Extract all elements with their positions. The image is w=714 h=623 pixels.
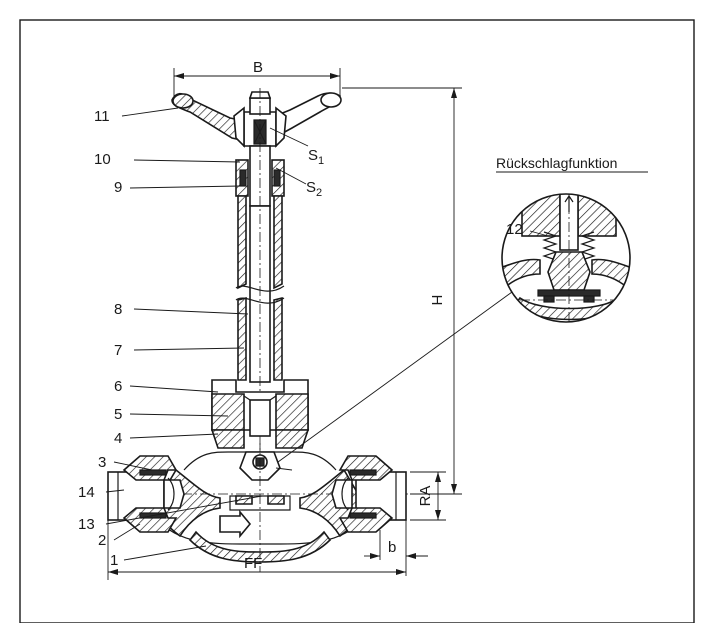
dimension-h-label: H <box>428 295 445 306</box>
left-connection <box>107 455 185 533</box>
part-label-10: 10 <box>94 151 111 168</box>
gland-assembly <box>235 145 285 207</box>
label-s1: S1 <box>308 147 324 167</box>
part-label-3: 3 <box>98 454 106 471</box>
dimension-ra-label: RA <box>417 486 434 507</box>
leader-lines <box>105 107 309 561</box>
part-label-6: 6 <box>114 378 122 395</box>
part-label-7: 7 <box>114 342 122 359</box>
part-label-8: 8 <box>114 301 122 318</box>
part-label-14: 14 <box>78 484 95 501</box>
check-valve-detail <box>277 171 648 463</box>
part-label-11: 11 <box>94 108 110 125</box>
dimension-b-label: B <box>253 59 263 76</box>
dimension-lines <box>107 68 462 580</box>
labels: B H RA b FF S1 S2 11 10 9 8 7 6 5 4 3 14… <box>78 59 617 572</box>
part-label-12: 12 <box>506 221 523 238</box>
bonnet-tube <box>235 88 285 470</box>
label-s2: S2 <box>306 179 322 199</box>
detail-title: Rückschlagfunktion <box>496 155 617 171</box>
bonnet-flange <box>210 379 310 449</box>
part-label-13: 13 <box>78 516 95 533</box>
dimension-small-b-label: b <box>388 539 396 556</box>
handwheel <box>171 91 342 148</box>
part-label-2: 2 <box>98 532 106 549</box>
part-label-5: 5 <box>114 406 122 423</box>
part-label-1: 1 <box>110 552 118 569</box>
part-label-9: 9 <box>114 179 122 196</box>
dimension-ff-label: FF <box>244 555 262 572</box>
right-connection <box>331 455 407 533</box>
frame-border <box>19 19 695 623</box>
part-label-4: 4 <box>114 430 122 447</box>
